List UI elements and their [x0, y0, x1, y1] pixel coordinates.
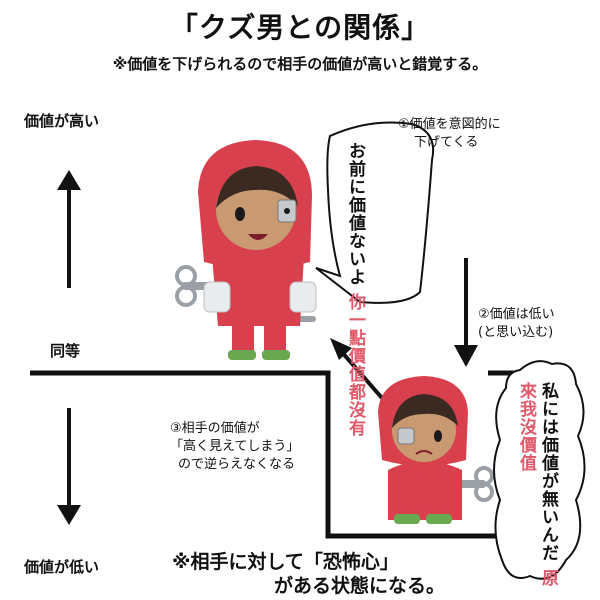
footer-note: ※相手に対して「恐怖心」 がある状態になる。	[172, 550, 445, 598]
top-speech-bubble	[315, 121, 434, 304]
step3-line3: ので逆らえなくなる	[178, 457, 296, 472]
page-subtitle: ※価値を下げられるので相手の価値が高いと錯覚する。	[112, 55, 488, 73]
equal-label: 同等	[50, 342, 81, 360]
step3-note: ③相手の価値が 「高く見えてしまう」 ので逆らえなくなる	[170, 420, 299, 474]
sitting-character-illustration	[378, 376, 494, 524]
standing-character-illustration	[175, 140, 317, 360]
page-title: 「クズ男との関係」	[169, 11, 431, 44]
step3-line2: 「高く見えてしまう」	[170, 439, 300, 454]
up-arrow-icon	[57, 170, 81, 288]
step2-line1: ②価値は低い	[478, 307, 555, 322]
top-bubble-col1: お前に価値ないよ	[345, 142, 365, 286]
footer-line2: がある状態になる。	[274, 575, 446, 597]
bottom-bubble-col1: 私には価値が無いんだ	[538, 382, 558, 562]
footer-line1: ※相手に対して「恐怖心」	[172, 551, 399, 573]
step1-line2: 下げてくる	[414, 135, 479, 150]
top-bubble-text: お前に価値ないよ 你一點價值都沒有	[344, 142, 366, 437]
thought-bubble	[493, 360, 586, 580]
step3-line1: ③相手の価値が	[170, 421, 260, 436]
step1-note: ①価値を意図的に 下げてくる	[398, 116, 501, 152]
down-arrow-icon	[454, 258, 478, 367]
bottom-bubble-col2: 原來我沒價值	[516, 382, 558, 587]
diagonal-arrow-icon	[330, 338, 384, 400]
step1-line1: ①価値を意図的に	[398, 117, 501, 132]
step2-note: ②価値は低い (と思い込む)	[478, 306, 555, 342]
bottom-bubble-text: 私には価値が無いんだ 原來我沒價值	[515, 382, 559, 600]
down-arrow-icon	[57, 408, 81, 525]
low-value-label: 価値が低い	[24, 558, 100, 576]
high-value-label: 価値が高い	[24, 112, 100, 130]
step2-line2: (と思い込む)	[478, 325, 554, 340]
top-bubble-col2: 你一點價值都沒有	[345, 292, 365, 437]
